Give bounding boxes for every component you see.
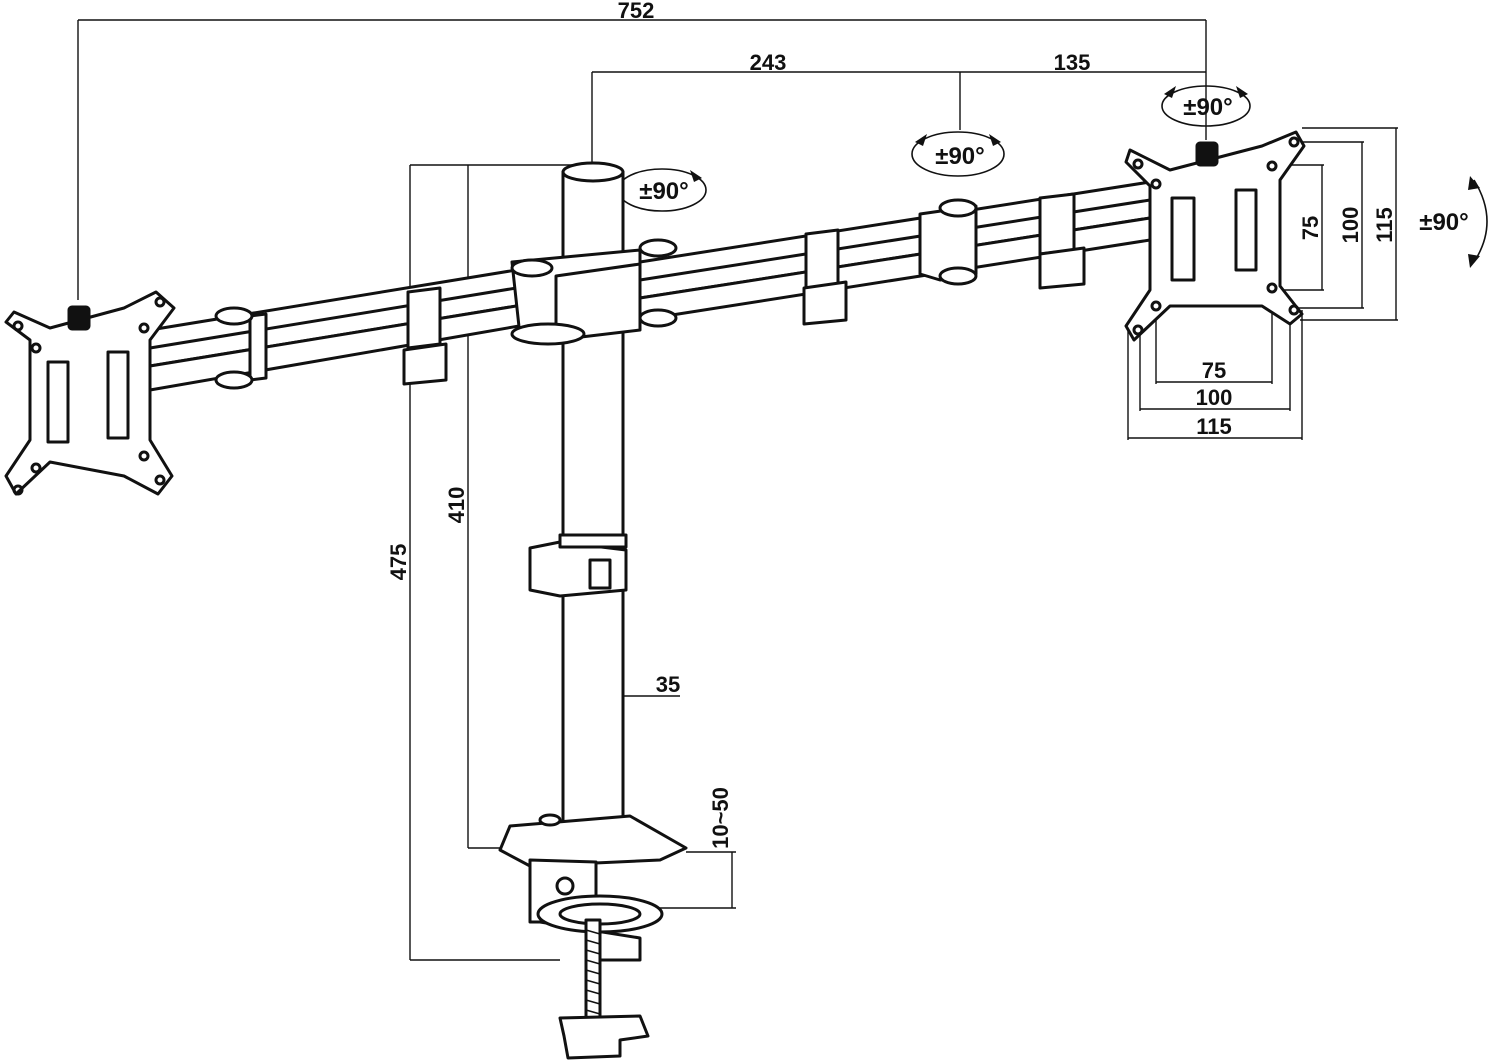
rotation-pole-label: ±90° xyxy=(639,178,688,205)
desk-clamp xyxy=(498,813,688,1060)
dim-vesa-width-115: 115 xyxy=(1196,414,1232,439)
dim-pole-height: 410 xyxy=(444,487,469,524)
rotation-joint-label: ±90° xyxy=(935,143,984,170)
left-arm xyxy=(148,260,567,392)
rotation-indicator-pole: ±90° xyxy=(617,168,707,212)
dim-vesa-height-100: 100 xyxy=(1338,207,1363,244)
rotation-screen-label: ±90° xyxy=(1419,209,1468,236)
rotation-indicator-screen: ±90° xyxy=(1419,176,1488,268)
rod-threads xyxy=(585,929,601,1015)
dim-pole-diameter: 35 xyxy=(656,672,680,697)
dim-total-width: 752 xyxy=(618,0,655,23)
dim-vesa-height-115: 115 xyxy=(1372,207,1397,243)
dim-vesa-height-75: 75 xyxy=(1298,216,1323,240)
dim-arm-segment-2: 135 xyxy=(1054,50,1091,75)
right-arm xyxy=(638,180,1152,328)
dim-arm-segment-1: 243 xyxy=(750,50,787,75)
right-vesa-plate xyxy=(1124,130,1306,342)
dim-vesa-width-75: 75 xyxy=(1202,358,1226,383)
dim-clamp-range: 10~50 xyxy=(708,787,733,849)
dim-total-height: 475 xyxy=(386,544,411,581)
rotation-indicator-head: ±90° xyxy=(1161,85,1251,127)
rotation-indicator-joint: ±90° xyxy=(911,131,1005,177)
rotation-head-label: ±90° xyxy=(1183,94,1232,121)
left-vesa-plate xyxy=(4,290,176,496)
dim-vesa-width-100: 100 xyxy=(1196,385,1233,410)
pole xyxy=(510,161,642,849)
